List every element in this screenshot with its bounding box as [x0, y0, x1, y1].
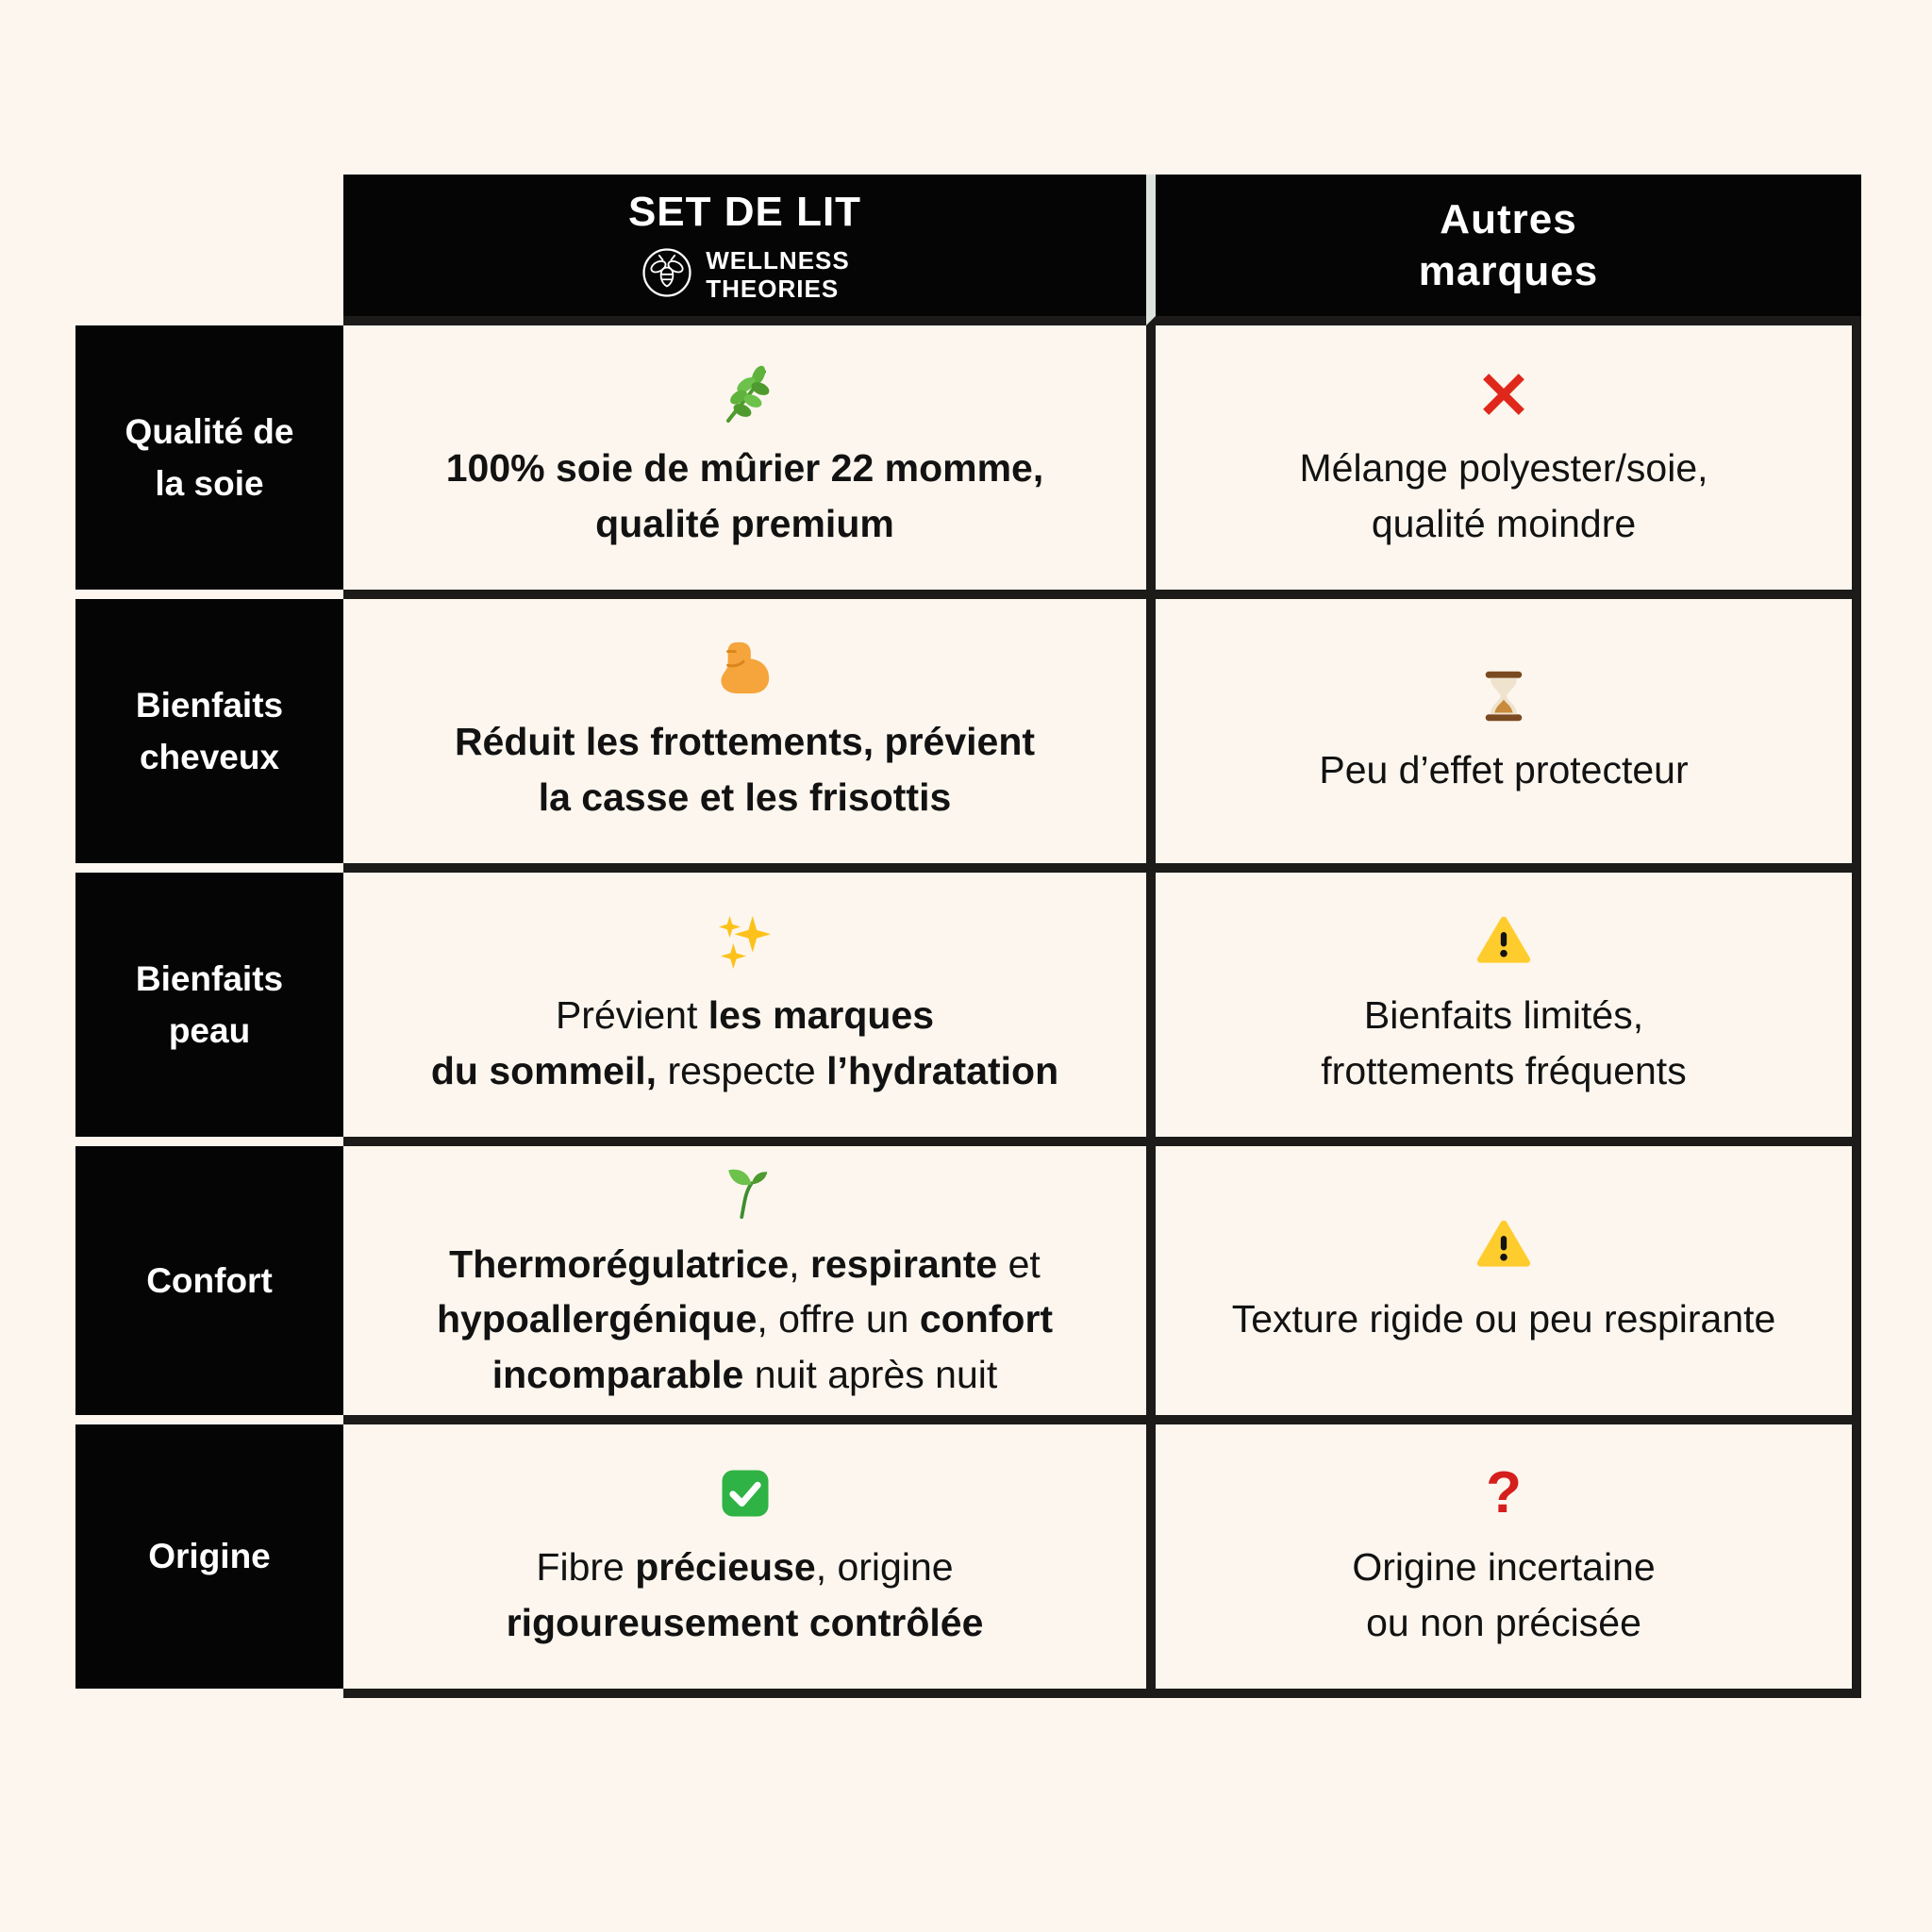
cell-competitor-row5: ? Origine incertaine ou non précisée: [1146, 1424, 1861, 1698]
cell-text-bold-segment: respirante: [809, 1241, 998, 1286]
cell-text-bold-segment: 100% soie de mûrier 22 momme, qualité pr…: [445, 446, 1044, 545]
cell-text: Thermorégulatrice, respirante et hypoall…: [437, 1237, 1053, 1403]
cell-text: 100% soie de mûrier 22 momme, qualité pr…: [446, 441, 1044, 551]
cell-content: Texture rigide ou peu respirante: [1156, 1146, 1852, 1415]
cross-mark-icon: [1477, 363, 1530, 425]
cell-text-segment: , origine: [815, 1545, 954, 1590]
sparkles-icon: [716, 910, 774, 973]
cell-content: Prévient les marques du sommeil, respect…: [343, 873, 1146, 1137]
cell-text: Mélange polyester/soie, qualité moindre: [1299, 441, 1707, 551]
row-label: Bienfaits cheveux: [75, 599, 343, 863]
warning-icon: [1476, 1214, 1531, 1276]
hourglass-icon: [1477, 665, 1530, 727]
cell-text-segment: Peu d’effet protecteur: [1319, 747, 1689, 791]
brand-name-line2: THEORIES: [706, 274, 840, 303]
cell-text-bold-segment: rigoureusement contrôlée: [506, 1601, 984, 1644]
cell-text-bold-segment: confort incomparable: [491, 1297, 1054, 1396]
cell-text-segment: Fibre: [536, 1545, 636, 1590]
cell-content: Réduit les frottements, prévient la cass…: [343, 599, 1146, 863]
row-label-cell: Bienfaits peau: [75, 873, 343, 1146]
brand-lockup: WELLNESS THEORIES: [640, 245, 849, 305]
row-label-cell: Origine: [75, 1424, 343, 1698]
bee-logo-icon: [640, 245, 694, 305]
cell-competitor-row1: Mélange polyester/soie, qualité moindre: [1146, 325, 1861, 599]
cell-text-segment: Origine incertaine ou non précisée: [1352, 1545, 1656, 1644]
cell-text-segment: respecte: [657, 1049, 827, 1092]
cell-text-bold-segment: Réduit les frottements, prévient la cass…: [454, 720, 1036, 819]
cell-text: Peu d’effet protecteur: [1319, 742, 1688, 798]
cell-text-segment: Bienfaits limités, frottements fréquents: [1321, 993, 1687, 1092]
header-competitor-column: Autres marques: [1146, 175, 1861, 325]
cell-content: 100% soie de mûrier 22 momme, qualité pr…: [343, 325, 1146, 590]
cell-brand-row5: Fibre précieuse, origine rigoureusement …: [343, 1424, 1146, 1698]
cell-competitor-row4: Texture rigide ou peu respirante: [1146, 1146, 1861, 1424]
cell-competitor-row2: Peu d’effet protecteur: [1146, 599, 1861, 873]
cell-text-segment: et: [1008, 1241, 1041, 1286]
cell-text-bold-segment: précieuse: [635, 1545, 816, 1590]
cell-content: ? Origine incertaine ou non précisée: [1156, 1424, 1852, 1689]
brand-name-line1: WELLNESS: [706, 246, 850, 275]
seedling-icon: [717, 1159, 774, 1222]
cell-text-bold-segment: l’hydratation: [826, 1049, 1059, 1092]
cell-text-bold-segment: hypoallergénique: [436, 1297, 758, 1341]
cell-text: Origine incertaine ou non précisée: [1352, 1540, 1655, 1650]
cell-text-segment: , offre un: [757, 1297, 920, 1341]
comparison-table: SET DE LIT WELLNESS THEORIES: [75, 175, 1861, 1698]
warning-icon: [1476, 910, 1531, 973]
cell-text-segment: ,: [789, 1241, 810, 1286]
row-label: Origine: [75, 1424, 343, 1689]
cell-brand-row2: Réduit les frottements, prévient la cass…: [343, 599, 1146, 873]
cell-content: Thermorégulatrice, respirante et hypoall…: [343, 1146, 1146, 1415]
cell-text-bold-segment: Thermorégulatrice: [449, 1241, 790, 1286]
competitor-title: Autres marques: [1418, 196, 1599, 294]
cell-text: Fibre précieuse, origine rigoureusement …: [507, 1540, 984, 1650]
cell-text: Prévient les marques du sommeil, respect…: [431, 988, 1058, 1098]
header-empty-corner: [75, 175, 343, 325]
cell-text: Texture rigide ou peu respirante: [1232, 1291, 1776, 1347]
red-question-mark-icon: ?: [1486, 1460, 1522, 1526]
cell-text-segment: Texture rigide ou peu respirante: [1231, 1297, 1776, 1341]
row-label: Bienfaits peau: [75, 873, 343, 1137]
row-label-cell: Confort: [75, 1146, 343, 1424]
cell-content: Bienfaits limités, frottements fréquents: [1156, 873, 1852, 1137]
cell-brand-row1: 100% soie de mûrier 22 momme, qualité pr…: [343, 325, 1146, 599]
cell-content: Peu d’effet protecteur: [1156, 599, 1852, 863]
herb-icon: [715, 363, 775, 425]
row-label: Confort: [75, 1146, 343, 1415]
cell-brand-row4: Thermorégulatrice, respirante et hypoall…: [343, 1146, 1146, 1424]
cell-competitor-row3: Bienfaits limités, frottements fréquents: [1146, 873, 1861, 1146]
cell-text-segment: Prévient: [555, 993, 708, 1038]
header-brand-column: SET DE LIT WELLNESS THEORIES: [343, 175, 1146, 325]
brand-name: WELLNESS THEORIES: [706, 247, 849, 302]
flexed-biceps-icon: [716, 637, 774, 699]
cell-content: Mélange polyester/soie, qualité moindre: [1156, 325, 1852, 590]
cell-text: Réduit les frottements, prévient la cass…: [455, 714, 1035, 824]
cell-text-segment: nuit après nuit: [743, 1352, 998, 1396]
row-label-cell: Bienfaits cheveux: [75, 599, 343, 873]
cell-text-bold-segment: les marques du sommeil,: [430, 993, 935, 1092]
row-label: Qualité de la soie: [75, 325, 343, 590]
check-mark-button-icon: [719, 1462, 772, 1524]
cell-brand-row3: Prévient les marques du sommeil, respect…: [343, 873, 1146, 1146]
row-label-cell: Qualité de la soie: [75, 325, 343, 599]
product-title: SET DE LIT: [627, 189, 862, 235]
cell-text: Bienfaits limités, frottements fréquents: [1321, 988, 1686, 1098]
cell-text-segment: Mélange polyester/soie, qualité moindre: [1299, 446, 1708, 545]
cell-content: Fibre précieuse, origine rigoureusement …: [343, 1424, 1146, 1689]
